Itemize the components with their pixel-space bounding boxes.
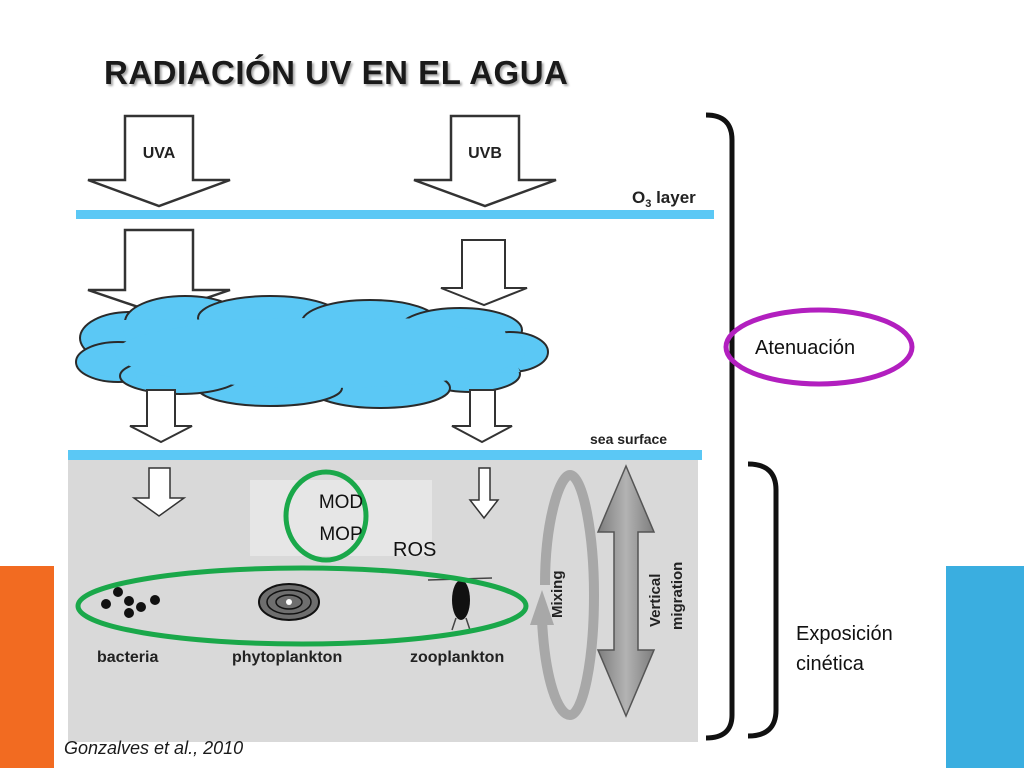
uvb-transmitted-arrow <box>440 239 528 307</box>
sea-surface-line <box>68 450 702 460</box>
attenuation-bracket <box>705 112 735 741</box>
vertical-migration-arrow <box>596 464 656 718</box>
vertical-label: Vertical <box>647 574 664 627</box>
uvb-water-arrow <box>468 467 500 520</box>
sea-surface-label: sea surface <box>590 431 667 447</box>
attenuation-oval <box>723 307 915 387</box>
exposure-label-line1: Exposición <box>796 623 893 645</box>
mop-label: MOP <box>319 524 362 545</box>
mod-mop-oval <box>283 469 369 563</box>
bacteria-label: bacteria <box>97 649 158 666</box>
phytoplankton-icon <box>258 583 320 621</box>
mod-label: MOD <box>319 492 363 513</box>
zooplankton-label: zooplankton <box>410 649 504 666</box>
ros-label: ROS <box>393 539 436 561</box>
organisms-oval <box>75 565 529 647</box>
mixing-loop <box>537 469 600 721</box>
uva-below-cloud-arrow <box>129 389 193 444</box>
uvb-label: UVB <box>468 145 502 162</box>
attenuation-label: Atenuación <box>755 337 855 359</box>
exposure-label-line2: cinética <box>796 653 865 675</box>
phytoplankton-label: phytoplankton <box>232 649 342 666</box>
uva-arrow <box>87 114 231 208</box>
exposure-bracket <box>747 461 779 739</box>
accent-bar-orange <box>0 566 54 768</box>
ozone-layer-line <box>76 210 714 219</box>
mixing-label: Mixing <box>549 571 566 619</box>
dissolved-matter-box <box>250 480 432 556</box>
uva-water-arrow <box>131 467 187 517</box>
citation: Gonzalves et al., 2010 <box>64 738 244 758</box>
bacteria-icon <box>101 587 160 618</box>
slide-title: RADIACIÓN UV EN EL AGUA <box>104 54 569 91</box>
migration-label: migration <box>669 562 686 630</box>
uvb-arrow <box>413 114 557 208</box>
uva-label: UVA <box>143 145 176 162</box>
ozone-layer-label: O3 layer <box>632 188 696 210</box>
cloud-core <box>115 318 525 388</box>
uvb-below-cloud-arrow <box>451 389 513 444</box>
mixing-arrowhead <box>530 590 554 625</box>
accent-bar-blue <box>946 566 1024 768</box>
